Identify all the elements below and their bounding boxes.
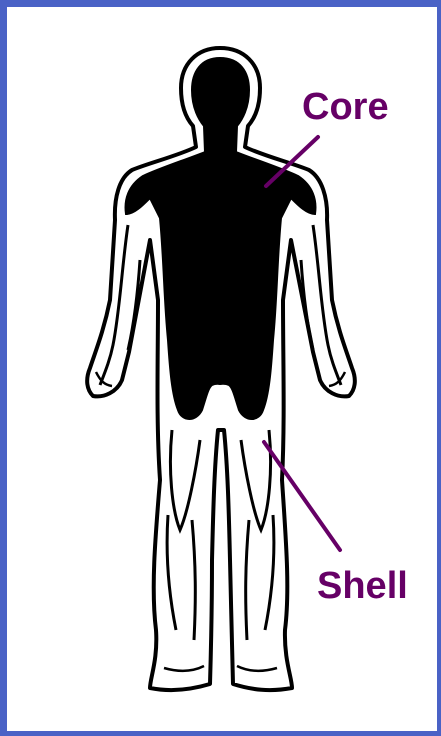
shell-label: Shell [317,567,408,605]
core-label: Core [302,88,389,126]
